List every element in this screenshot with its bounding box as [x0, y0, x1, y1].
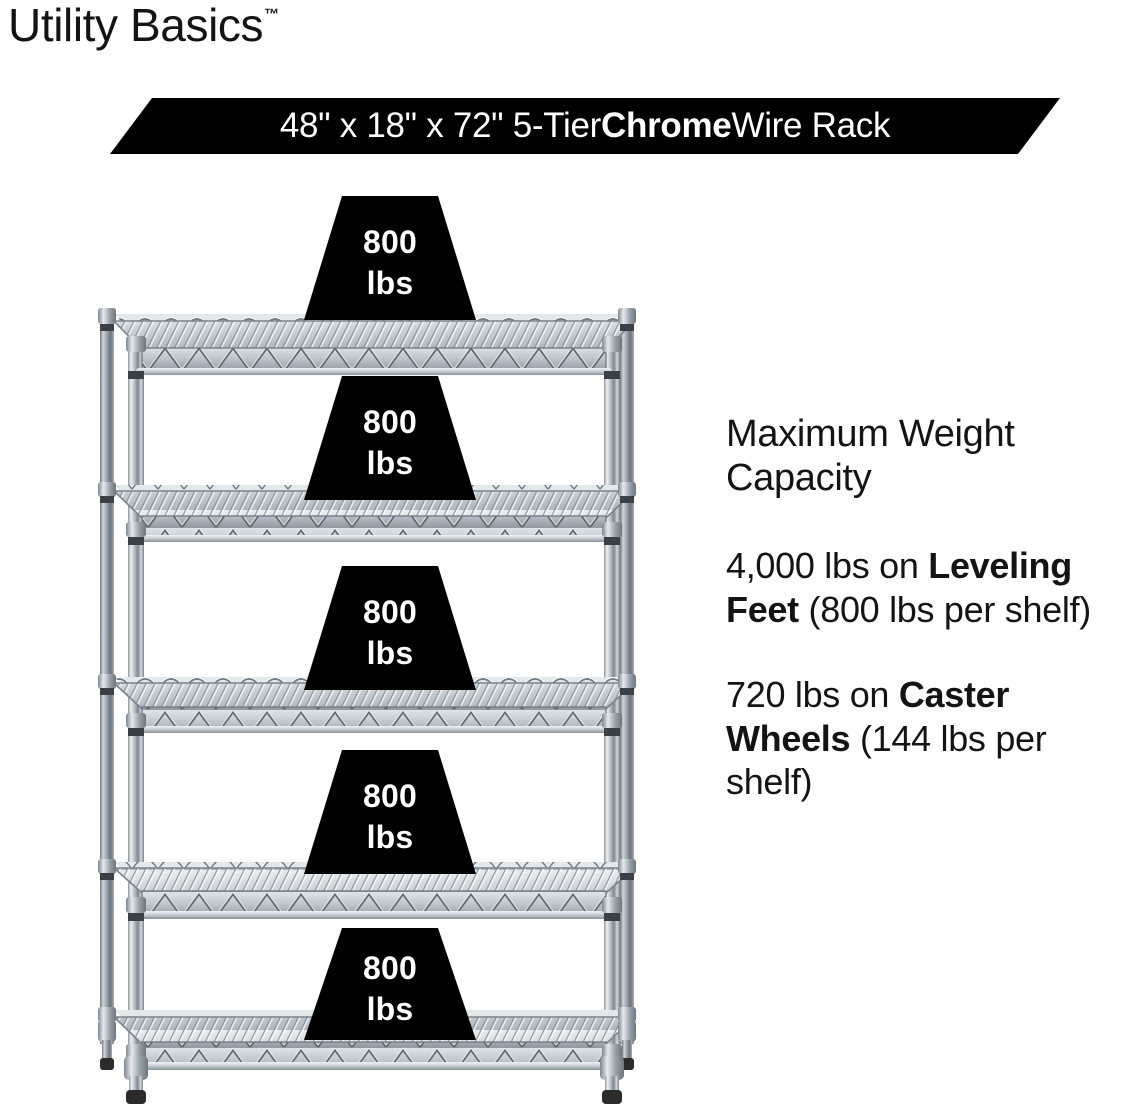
brand-title: Utility Basics™: [8, 2, 279, 48]
capacity-badge-tier-1: 800 lbs: [304, 196, 476, 320]
shelf-tier-3: [98, 674, 637, 736]
badge-value: 800: [363, 594, 417, 631]
badge-value: 800: [363, 778, 417, 815]
badge-unit: lbs: [366, 635, 414, 671]
leveling-lead: 4,000 lbs on: [726, 545, 929, 587]
product-title-banner: 48" x 18" x 72" 5-Tier Chrome Wire Rack: [110, 98, 1060, 154]
caster-emphasis: Caster Wheels: [726, 674, 1010, 759]
capacity-badge-tier-5: 800 lbs: [304, 928, 476, 1040]
capacity-leveling-feet-text: 4,000 lbs on Leveling Feet (800 lbs per …: [726, 544, 1112, 631]
badge-value: 800: [363, 224, 417, 261]
capacity-badge-tier-3: 800 lbs: [304, 566, 476, 690]
badge-trapezoid-shape: [304, 376, 476, 500]
capacity-badge-tier-2: 800 lbs: [304, 376, 476, 500]
badge-label: 800 lbs: [304, 376, 476, 500]
badge-value: 800: [363, 950, 417, 987]
badge-label: 800 lbs: [304, 750, 476, 874]
banner-text-after: Wire Rack: [731, 105, 891, 145]
badge-label: 800 lbs: [304, 566, 476, 690]
badge-trapezoid-shape: [304, 750, 476, 874]
brand-name: Utility Basics: [8, 0, 264, 51]
wire-rack-illustration: [80, 190, 680, 1106]
badge-trapezoid-shape: [304, 196, 476, 320]
badge-label: 800 lbs: [304, 196, 476, 320]
badge-trapezoid-shape: [304, 566, 476, 690]
capacity-info-column: Maximum Weight Capacity 4,000 lbs on Lev…: [726, 412, 1112, 846]
caster-lead: 720 lbs on: [726, 674, 899, 716]
leveling-feet: [98, 1020, 636, 1104]
badge-unit: lbs: [366, 991, 414, 1027]
banner-text-highlight: Chrome: [601, 105, 732, 145]
capacity-heading: Maximum Weight Capacity: [726, 413, 1015, 500]
banner-text: 48" x 18" x 72" 5-Tier Chrome Wire Rack: [110, 98, 1060, 154]
badge-unit: lbs: [366, 265, 414, 301]
banner-shape: [110, 98, 1060, 154]
leveling-emphasis: Leveling Feet: [726, 545, 1072, 630]
banner-text-before: 48" x 18" x 72" 5-Tier: [279, 105, 602, 145]
capacity-caster-wheels-text: 720 lbs on Caster Wheels (144 lbs per sh…: [726, 673, 1112, 804]
shelf-tier-1: [98, 308, 636, 379]
badge-label: 800 lbs: [304, 928, 476, 1040]
leveling-tail: (800 lbs per shelf): [798, 588, 1092, 630]
trademark-symbol: ™: [264, 6, 280, 23]
caster-tail: (144 lbs per shelf): [726, 717, 1047, 803]
badge-trapezoid-shape: [304, 928, 476, 1040]
wire-rack-graphic: [98, 308, 637, 1104]
capacity-badge-tier-4: 800 lbs: [304, 750, 476, 874]
badge-unit: lbs: [366, 445, 414, 481]
shelf-tier-4: [98, 859, 637, 921]
badge-unit: lbs: [366, 819, 414, 855]
badge-value: 800: [363, 404, 417, 441]
